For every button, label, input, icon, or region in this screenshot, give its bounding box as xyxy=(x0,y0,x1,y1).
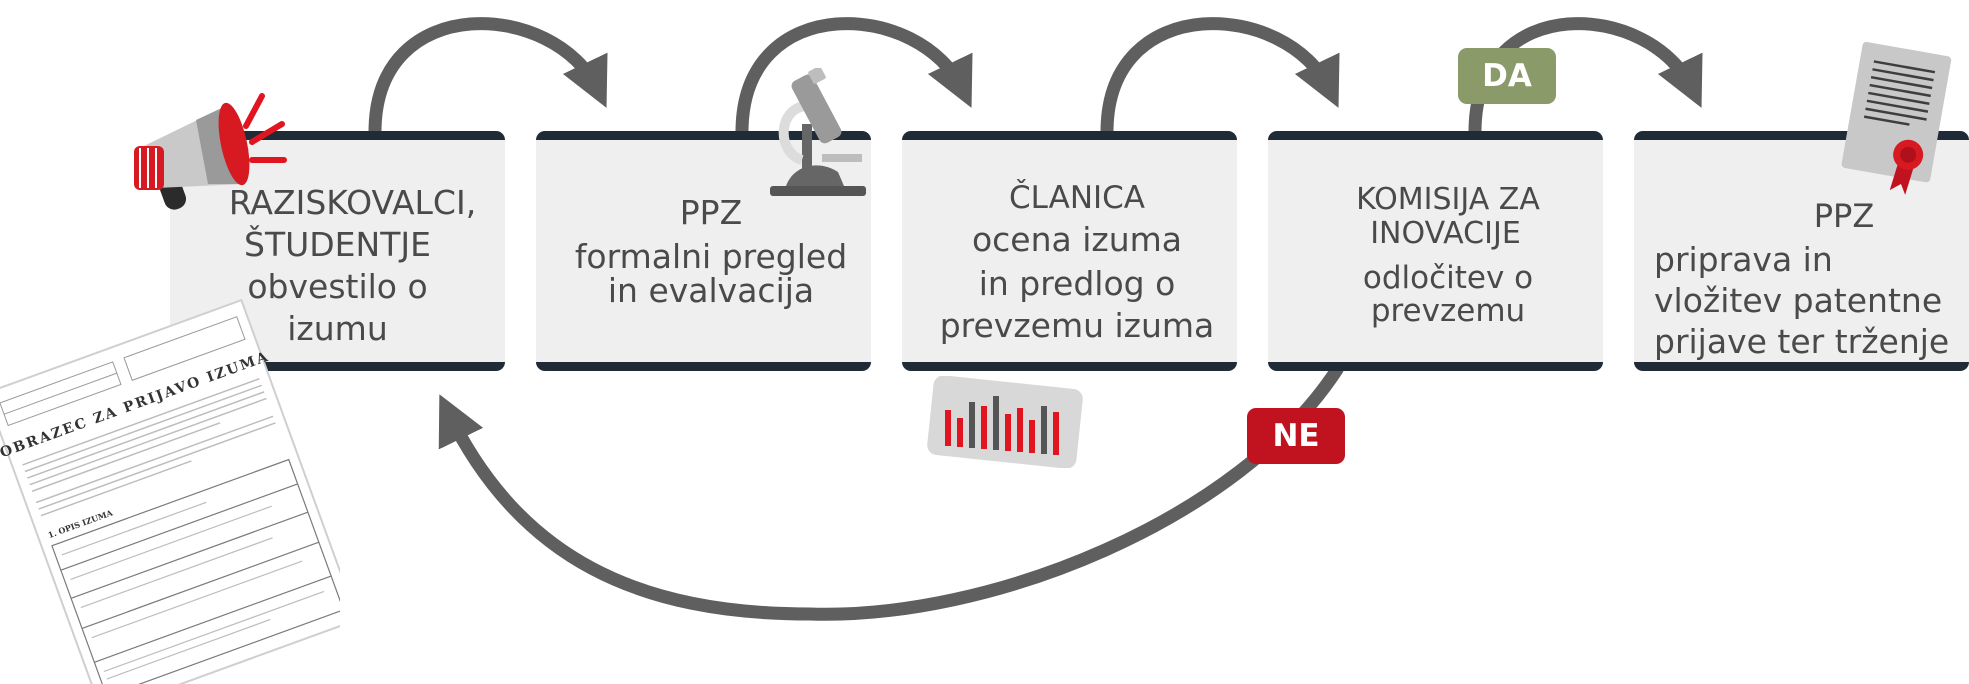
decision-no-badge: NE xyxy=(1247,408,1345,464)
step-2-desc-line-1: formalni pregled xyxy=(574,237,848,276)
step-3-desc-line-1: ocena izuma xyxy=(971,220,1183,259)
microscope-icon xyxy=(770,68,866,196)
step-5-desc-line-2: vložitev patentne xyxy=(1654,281,1943,320)
step-3-desc-line-2: in predlog o xyxy=(978,264,1176,303)
step-4-desc-line-2: prevzemu xyxy=(1370,293,1526,329)
step-5-desc-line-3: prijave ter trženje xyxy=(1654,322,1950,361)
step-box-3 xyxy=(902,131,1237,371)
megaphone-icon xyxy=(134,93,287,210)
step-1-title: RAZISKOVALCI, xyxy=(228,183,477,222)
step-4-title: KOMISIJA ZA xyxy=(1356,182,1540,217)
step-3-title: ČLANICA xyxy=(1008,180,1146,216)
arrow-step2-to-step3 xyxy=(735,17,973,133)
step-3-desc-line-3: prevzemu izuma xyxy=(939,306,1215,345)
step-5-desc-line-1: priprava in xyxy=(1654,240,1833,279)
step-4-title-line-2: INOVACIJE xyxy=(1370,216,1521,251)
arrow-step3-to-step4 xyxy=(1100,17,1340,133)
step-4-desc-line-1: odločitev o xyxy=(1362,260,1534,296)
arrow-step1-to-step2 xyxy=(368,17,608,133)
step-1-desc-line-2: izumu xyxy=(287,309,388,348)
step-2-title: PPZ xyxy=(679,193,743,232)
bar-chart-icon xyxy=(927,376,1083,468)
form-document-icon: OBRAZEC ZA PRIJAVO IZUMA 1. OPIS IZUMA xyxy=(0,298,340,684)
decision-yes-badge: DA xyxy=(1458,48,1556,104)
step-5-title: PPZ xyxy=(1813,197,1875,235)
step-2-desc-line-2: in evalvacija xyxy=(607,271,815,310)
certificate-icon xyxy=(1841,41,1952,195)
step-1-desc-line-1: obvestilo o xyxy=(247,267,428,306)
step-box-4 xyxy=(1268,131,1603,371)
arrow-step4-back-no xyxy=(438,364,1344,621)
step-1-title-line-2: ŠTUDENTJE xyxy=(244,225,431,264)
